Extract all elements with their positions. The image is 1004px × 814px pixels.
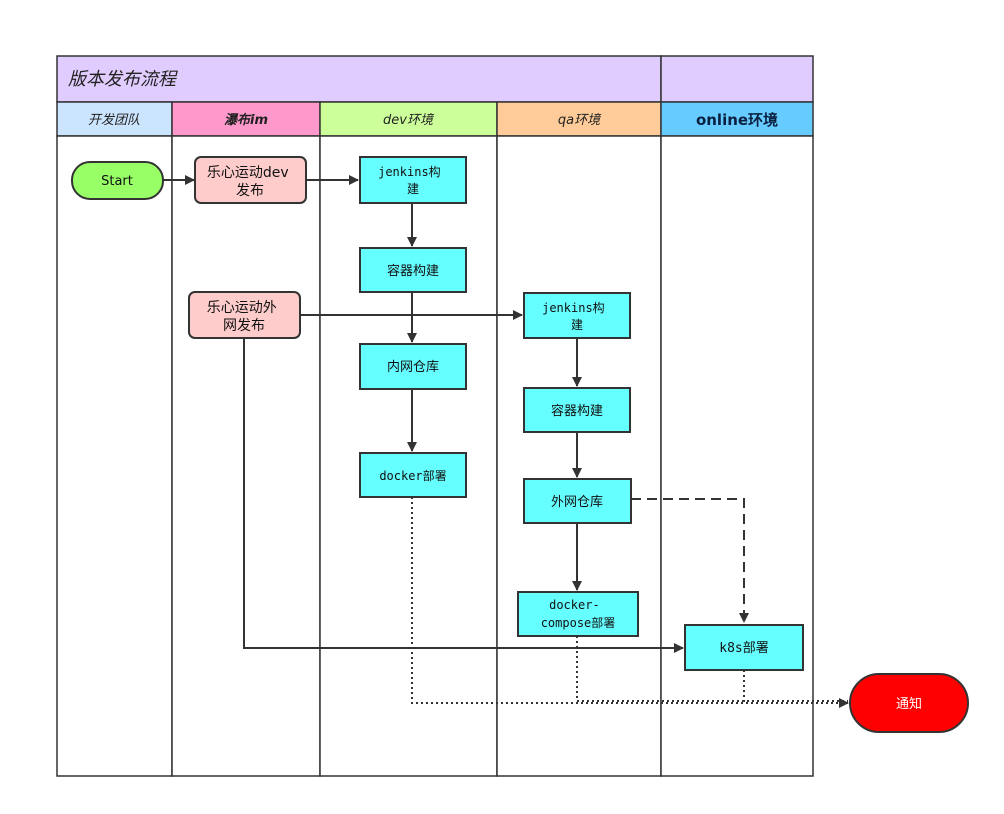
docker-deploy-label: docker部署	[379, 468, 446, 483]
title-right-cell	[660, 55, 814, 103]
extranet-repo-node[interactable]: 外网仓库	[523, 478, 632, 524]
dev-release-node[interactable]: 乐心运动dev 发布	[194, 156, 307, 204]
svg-text:jenkins构 建: jenkins构 建	[542, 300, 612, 332]
diagram-title: 版本发布流程	[68, 69, 178, 90]
start-label: Start	[101, 174, 133, 189]
lane-body-qa-env	[496, 135, 662, 777]
jenkins-dev-node[interactable]: jenkins构 建	[359, 156, 467, 204]
jenkins-dev-label-line-1: jenkins构	[378, 164, 441, 179]
ext-release-node[interactable]: 乐心运动外 网发布	[188, 291, 301, 339]
lane-body-dev-team	[56, 135, 173, 777]
edge-compose-to-notify	[576, 636, 848, 702]
compose-deploy-node[interactable]: docker- compose部署	[517, 591, 639, 637]
intranet-repo-node[interactable]: 内网仓库	[359, 343, 467, 390]
k8s-deploy-node[interactable]: k8s部署	[684, 624, 804, 671]
edge-k8s-to-notify	[743, 670, 848, 704]
lane-body-online-env	[660, 135, 814, 777]
container-dev-label: 容器构建	[387, 263, 439, 279]
svg-text:乐心运动外 网发布: 乐心运动外 网发布	[207, 300, 281, 334]
container-qa-label: 容器构建	[551, 403, 603, 419]
extranet-repo-label: 外网仓库	[551, 494, 603, 510]
dev-release-label-line-2: 发布	[236, 183, 264, 199]
lane-bodies	[56, 135, 814, 777]
title-bar: 版本发布流程	[56, 55, 814, 103]
connectors	[163, 175, 849, 708]
jenkins-qa-node[interactable]: jenkins构 建	[523, 292, 631, 339]
compose-deploy-label-line-2: compose部署	[541, 615, 616, 630]
jenkins-qa-label-line-1: jenkins构	[542, 300, 605, 315]
svg-text:docker- compose部署: docker- compose部署	[541, 598, 616, 630]
lane-body-pubu-im	[171, 135, 321, 777]
lane-header-dev-team	[56, 101, 173, 137]
start-node[interactable]: Start	[71, 161, 164, 200]
dev-release-label-line-1: 乐心运动dev	[207, 165, 289, 181]
title-cell	[56, 55, 662, 103]
edge-extranet-to-k8s	[631, 498, 749, 623]
lane-label-dev-team: 开发团队	[88, 113, 140, 128]
compose-deploy-label-line-1: docker-	[549, 598, 600, 612]
lane-header-online-env	[660, 101, 814, 137]
lane-headers: 开发团队 瀑布im dev环境 qa环境 online环境	[56, 101, 814, 137]
lane-label-pubu-im: 瀑布im	[224, 112, 268, 128]
svg-text:jenkins构 建: jenkins构 建	[378, 164, 448, 196]
intranet-repo-label: 内网仓库	[387, 359, 439, 375]
ext-release-label-line-1: 乐心运动外	[207, 300, 277, 316]
jenkins-qa-label-line-2: 建	[571, 318, 583, 332]
lane-label-online-env: online环境	[696, 111, 778, 129]
edge-docker-to-notify	[411, 497, 849, 708]
svg-text:乐心运动dev 发布: 乐心运动dev 发布	[207, 165, 293, 199]
jenkins-dev-label-line-2: 建	[407, 182, 419, 196]
lane-label-dev-env: dev环境	[383, 113, 435, 128]
container-dev-node[interactable]: 容器构建	[359, 247, 467, 293]
lane-label-qa-env: qa环境	[558, 113, 602, 128]
notify-node[interactable]: 通知	[849, 673, 969, 733]
edge-ext-release-to-k8s	[243, 338, 684, 653]
k8s-deploy-label: k8s部署	[719, 641, 768, 656]
notify-label: 通知	[896, 696, 922, 712]
docker-deploy-node[interactable]: docker部署	[359, 452, 467, 498]
ext-release-label-line-2: 网发布	[223, 318, 265, 334]
container-qa-node[interactable]: 容器构建	[523, 387, 631, 433]
